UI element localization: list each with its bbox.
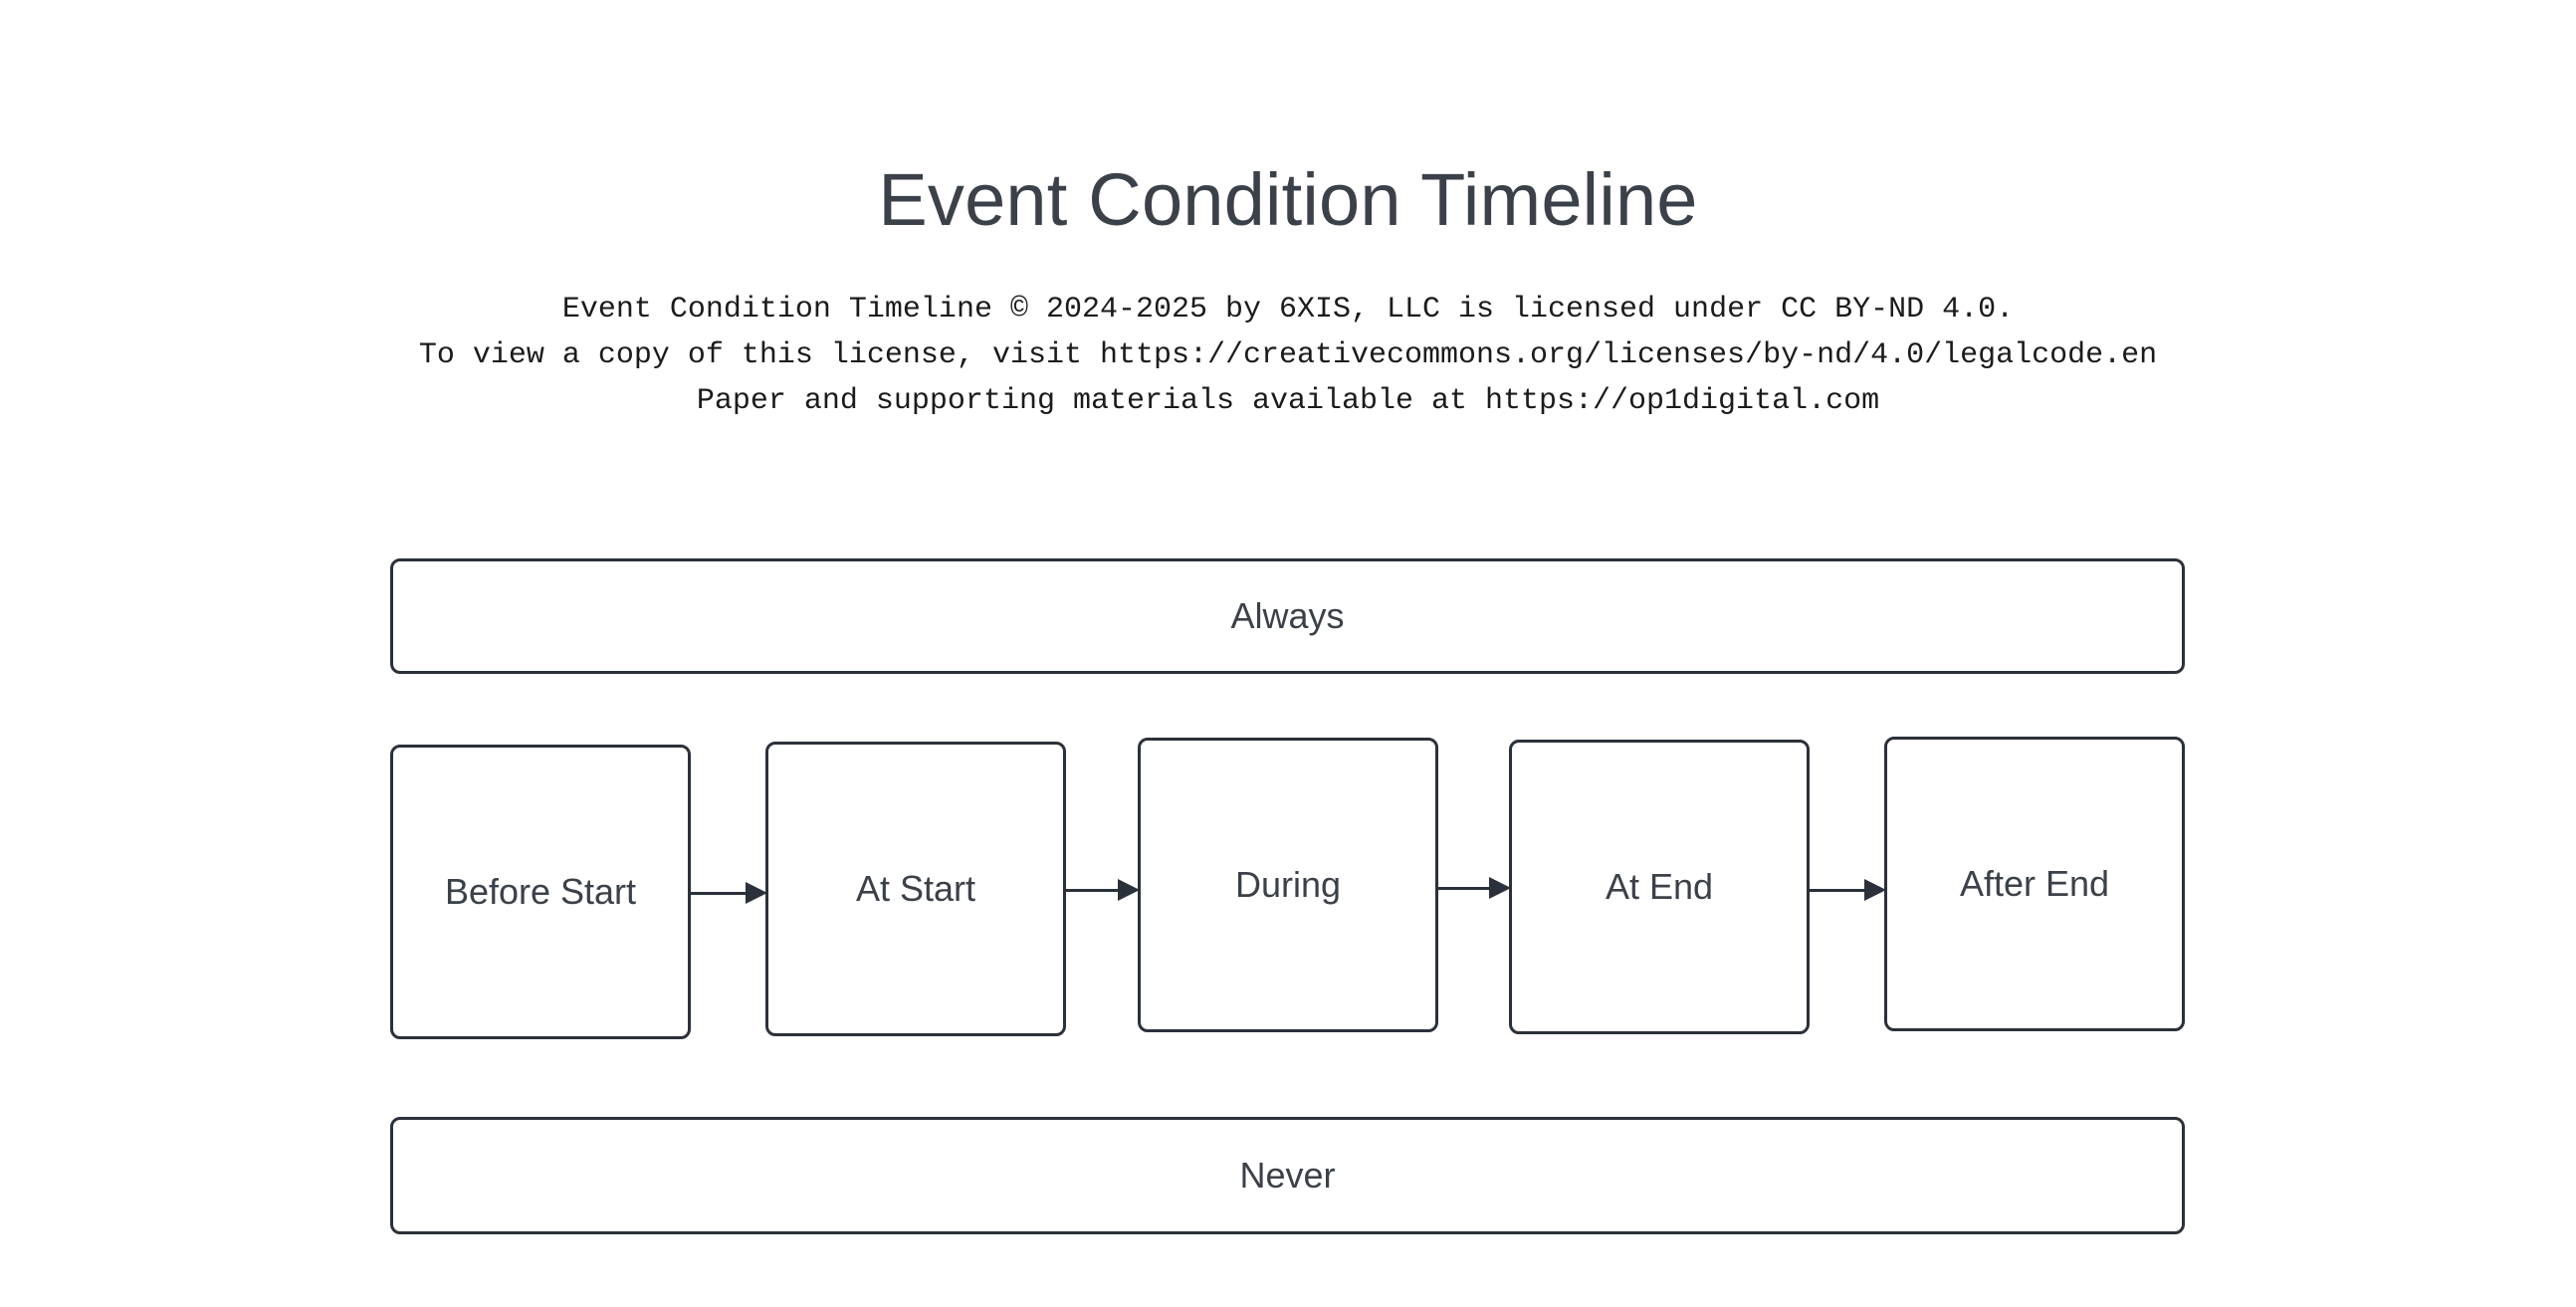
license-line-3: Paper and supporting materials available… bbox=[696, 384, 1880, 418]
license-line-2: To view a copy of this license, visit ht… bbox=[418, 338, 2158, 372]
page-title: Event Condition Timeline bbox=[878, 158, 1698, 241]
arrow-head-icon bbox=[1864, 879, 1886, 901]
arrow-line bbox=[1438, 886, 1489, 890]
arrow-at-start-to-during bbox=[1066, 879, 1140, 901]
arrow-head-icon bbox=[1489, 877, 1511, 899]
arrow-line bbox=[691, 891, 746, 895]
node-always[interactable]: Always bbox=[390, 558, 2185, 674]
arrow-head-icon bbox=[746, 882, 767, 904]
license-line-1: Event Condition Timeline © 2024-2025 by … bbox=[561, 293, 2015, 327]
node-at-start[interactable]: At Start bbox=[765, 742, 1066, 1036]
node-at-end[interactable]: At End bbox=[1509, 740, 1810, 1034]
arrow-line bbox=[1810, 888, 1864, 892]
arrow-before-start-to-at-start bbox=[691, 882, 767, 904]
node-during[interactable]: During bbox=[1138, 738, 1438, 1032]
arrow-at-end-to-after-end bbox=[1810, 879, 1886, 901]
arrow-head-icon bbox=[1118, 879, 1140, 901]
arrow-during-to-at-end bbox=[1438, 877, 1511, 899]
node-after-end[interactable]: After End bbox=[1884, 737, 2185, 1031]
node-never[interactable]: Never bbox=[390, 1117, 2185, 1234]
node-before-start[interactable]: Before Start bbox=[390, 745, 691, 1039]
arrow-line bbox=[1066, 888, 1118, 892]
license-notice: Event Condition Timeline © 2024-2025 by … bbox=[0, 287, 2576, 424]
